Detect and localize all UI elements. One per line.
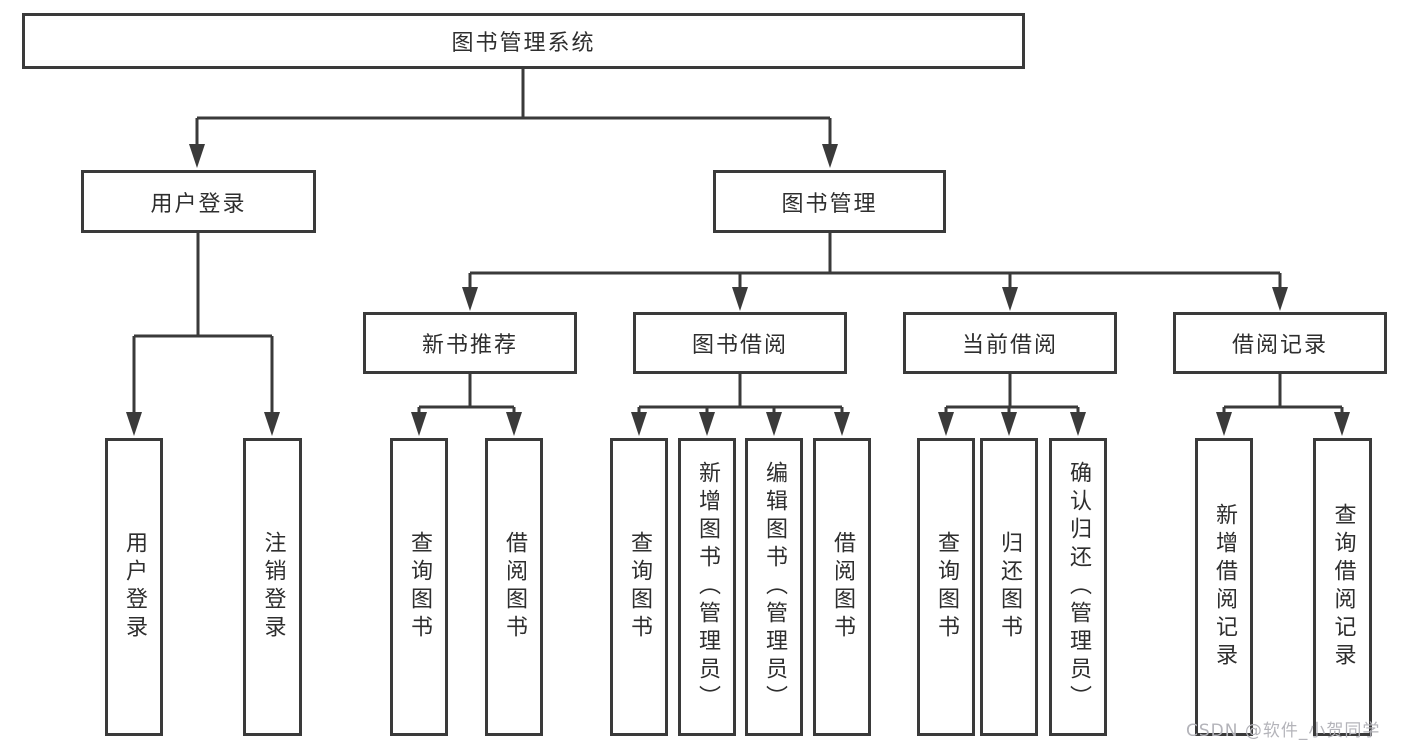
node-current-borrow-label: 当前借阅 xyxy=(961,333,1058,358)
node-book-borrow-label: 图书借阅 xyxy=(691,333,788,358)
leaf-bb-add-books: 新增图书（管理员） xyxy=(678,438,736,736)
leaf-cb-confirm-return: 确认归还（管理员） xyxy=(1049,438,1107,736)
node-book-mgmt: 图书管理 xyxy=(713,170,946,233)
node-new-book-rec: 新书推荐 xyxy=(363,312,577,374)
node-current-borrow: 当前借阅 xyxy=(903,312,1117,374)
leaf-br-add-record-label: 新增借阅记录 xyxy=(1212,503,1237,671)
node-user-login: 用户登录 xyxy=(81,170,316,233)
leaf-rec-query-books-label: 查询图书 xyxy=(407,531,432,643)
node-root: 图书管理系统 xyxy=(22,13,1025,69)
leaf-bb-borrow-books-label: 借阅图书 xyxy=(830,531,855,643)
node-book-mgmt-label: 图书管理 xyxy=(781,191,878,217)
node-borrow-records-label: 借阅记录 xyxy=(1231,333,1328,358)
leaf-cb-return-books-label: 归还图书 xyxy=(997,531,1022,643)
connector-new-book-rec xyxy=(411,374,522,436)
connector-borrow-records xyxy=(1216,374,1350,436)
leaf-rec-borrow-books: 借阅图书 xyxy=(485,438,543,736)
leaf-user-login: 用户登录 xyxy=(105,438,163,736)
leaf-cb-query-books-label: 查询图书 xyxy=(934,531,959,643)
leaf-cb-return-books: 归还图书 xyxy=(980,438,1038,736)
node-new-book-rec-label: 新书推荐 xyxy=(421,333,518,358)
node-root-label: 图书管理系统 xyxy=(451,31,596,56)
leaf-br-query-record: 查询借阅记录 xyxy=(1313,438,1372,736)
leaf-logout-label: 注销登录 xyxy=(260,531,286,643)
leaf-bb-query-books-label: 查询图书 xyxy=(627,531,652,643)
leaf-bb-edit-books: 编辑图书（管理员） xyxy=(745,438,803,736)
leaf-rec-query-books: 查询图书 xyxy=(390,438,448,736)
leaf-logout: 注销登录 xyxy=(243,438,302,736)
connector-book-mgmt xyxy=(462,233,1288,311)
leaf-cb-confirm-return-label: 确认归还（管理员） xyxy=(1066,461,1091,713)
node-borrow-records: 借阅记录 xyxy=(1173,312,1387,374)
leaf-br-add-record: 新增借阅记录 xyxy=(1195,438,1253,736)
connector-root xyxy=(189,69,838,168)
leaf-rec-borrow-books-label: 借阅图书 xyxy=(502,531,527,643)
leaf-bb-edit-books-label: 编辑图书（管理员） xyxy=(762,461,787,713)
leaf-bb-query-books: 查询图书 xyxy=(610,438,668,736)
connector-book-borrow xyxy=(631,374,850,436)
leaf-cb-query-books: 查询图书 xyxy=(917,438,975,736)
connector-user-login xyxy=(126,233,280,436)
leaf-bb-add-books-label: 新增图书（管理员） xyxy=(695,461,720,713)
node-book-borrow: 图书借阅 xyxy=(633,312,847,374)
leaf-br-query-record-label: 查询借阅记录 xyxy=(1330,503,1356,671)
leaf-user-login-label: 用户登录 xyxy=(122,531,147,643)
connector-current-borrow xyxy=(938,374,1086,436)
leaf-bb-borrow-books: 借阅图书 xyxy=(813,438,871,736)
node-user-login-label: 用户登录 xyxy=(150,191,247,217)
